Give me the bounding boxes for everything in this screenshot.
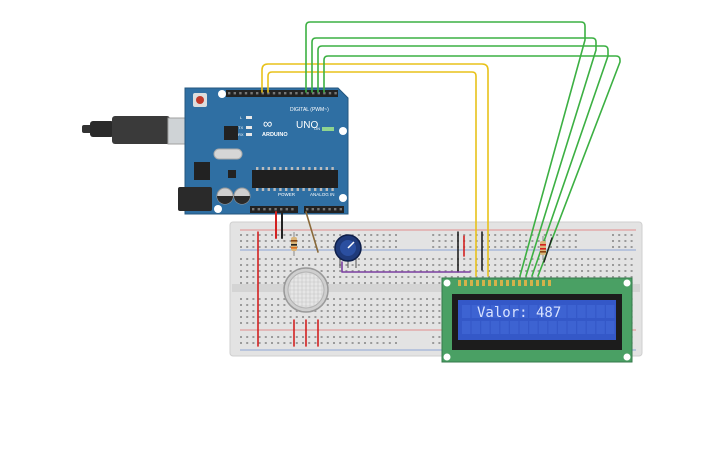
crystal-oscillator xyxy=(213,148,243,160)
digital-header xyxy=(226,90,338,97)
dc-power-jack xyxy=(178,187,212,211)
wire-purple xyxy=(341,261,471,273)
led-on-label: ON xyxy=(314,126,320,131)
wire-green xyxy=(311,37,597,277)
led-l-label: L xyxy=(240,115,243,120)
potentiometer-knob-indicator xyxy=(347,241,355,249)
lcd-display-text: Valor: 487 xyxy=(477,305,561,321)
power-label: POWER xyxy=(278,192,296,197)
wire-green xyxy=(317,45,609,277)
reset-button[interactable] xyxy=(196,96,204,104)
atmega-chip xyxy=(252,170,338,188)
digital-header-label: DIGITAL (PWM~) xyxy=(290,107,329,113)
wire-yellow xyxy=(261,63,489,277)
potentiometer[interactable] xyxy=(334,234,362,268)
wire-green xyxy=(305,21,586,277)
led-tx-label: TX xyxy=(238,125,243,130)
resistor xyxy=(291,232,297,256)
wire-black xyxy=(543,237,553,263)
arduino-brand-label: ARDUINO xyxy=(262,132,288,138)
led-rx-label: RX xyxy=(238,132,244,137)
arduino-model-label: UNO xyxy=(296,120,318,131)
arduino-infinity-icon: ∞ xyxy=(263,116,272,131)
power-header xyxy=(250,206,298,213)
wire-yellow xyxy=(267,71,477,277)
resistor xyxy=(540,236,546,260)
mounting-hole xyxy=(214,205,222,213)
gas-sensor xyxy=(283,267,329,313)
mounting-hole xyxy=(218,90,226,98)
usb-chip xyxy=(224,126,238,140)
wire-green xyxy=(323,55,621,277)
wire-brown xyxy=(305,211,319,253)
voltage-regulator xyxy=(194,162,210,180)
arduino-uno-board: DIGITAL (PWM~) ∞ ARDUINO UNO L TX RX ON xyxy=(178,87,349,215)
mounting-hole xyxy=(339,127,347,135)
wires xyxy=(257,21,621,347)
mounting-hole xyxy=(339,194,347,202)
analog-in-label: ANALOG IN xyxy=(310,192,335,197)
lcd-16x2-display: Valor: 487 xyxy=(441,277,633,363)
